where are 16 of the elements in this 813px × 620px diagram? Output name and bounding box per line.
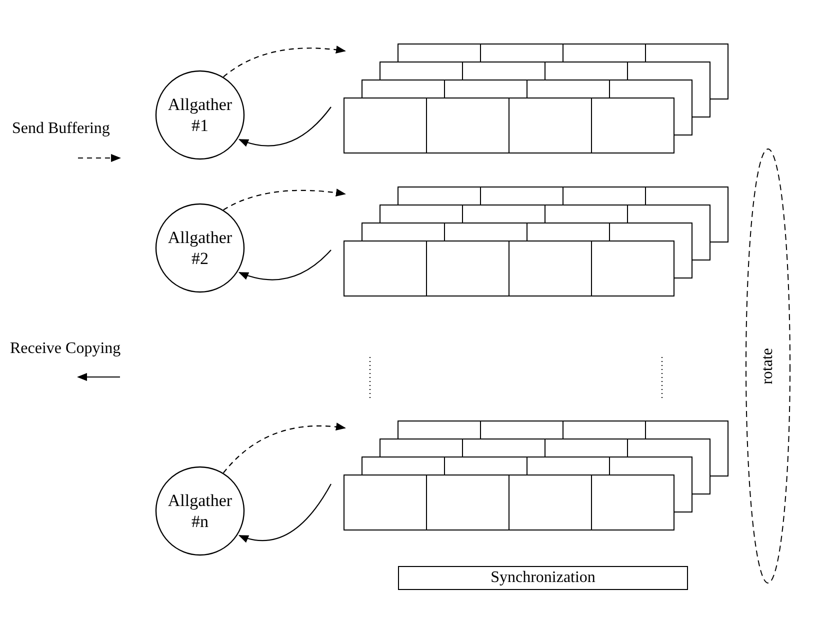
buffer-stack-drawing xyxy=(343,186,729,297)
legend-label: Send Buffering xyxy=(12,120,110,138)
dashed-arrow xyxy=(223,188,346,210)
arrow xyxy=(238,106,332,146)
rotation-ellipse: rotate xyxy=(745,148,791,584)
dashed-arrow xyxy=(223,422,346,474)
arrow xyxy=(238,250,332,280)
buffer-stack-drawing xyxy=(343,43,729,154)
buffer-stack-drawing xyxy=(343,420,729,531)
synchronization-bar: Synchronization xyxy=(398,566,688,590)
process-circle: Allgather #1 xyxy=(155,70,245,160)
dashed-arrow xyxy=(223,46,346,78)
legend-label: Receive Copying xyxy=(10,340,121,358)
arrow xyxy=(238,484,332,542)
process-circle: Allgather #2 xyxy=(155,203,245,293)
process-circle: Allgather #n xyxy=(155,466,245,556)
